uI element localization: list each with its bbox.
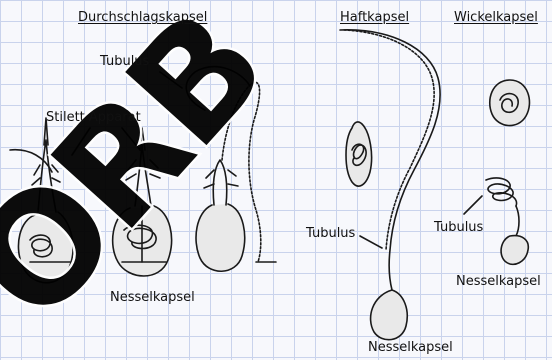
label-nesselkapsel-right: Nesselkapsel <box>456 274 541 289</box>
wickel-tubulus-pointer <box>464 196 482 214</box>
haft-small-capsule <box>346 122 372 186</box>
label-tubulus-mid: Tubulus <box>306 226 355 241</box>
heading-wickelkapsel: Wickelkapsel <box>454 10 538 25</box>
label-nesselkapsel-left: Nesselkapsel <box>110 290 195 305</box>
label-tubulus-left: Tubulus <box>100 54 149 69</box>
heading-haftkapsel: Haftkapsel <box>340 10 409 25</box>
haft-tubulus-pointer <box>360 236 382 248</box>
heading-durchschlagskapsel: Durchschlagskapsel <box>78 10 207 25</box>
label-stilett-apparat: Stilett Apparat <box>46 110 141 125</box>
wickel-capsule-bottom <box>486 178 528 264</box>
label-nesselkapsel-mid: Nesselkapsel <box>368 340 453 355</box>
wickel-capsule-top <box>490 80 530 126</box>
label-tubulus-right: Tubulus <box>434 220 483 235</box>
